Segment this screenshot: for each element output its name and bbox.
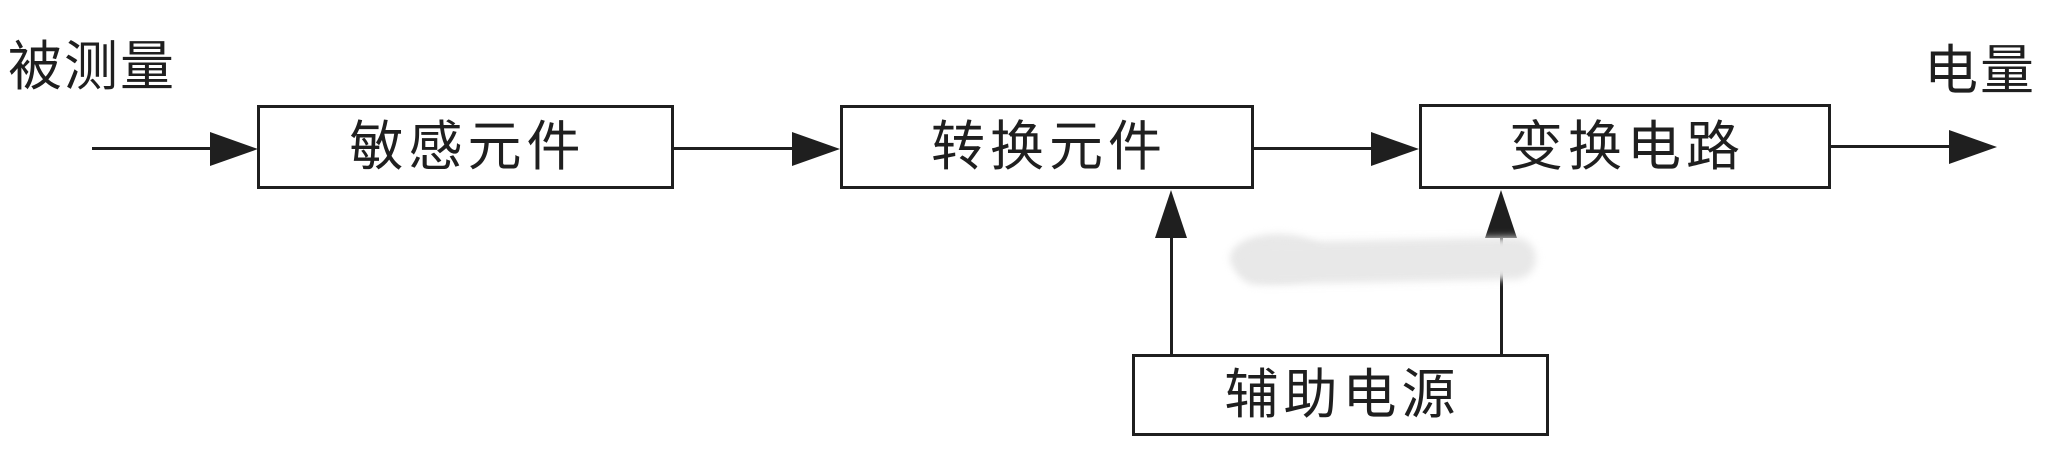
transduction-to-circuit-arrowhead-icon — [1371, 132, 1419, 166]
input-arrowhead-icon — [210, 132, 258, 166]
input-arrow-line — [92, 147, 214, 150]
conversion-circuit-label: 变换电路 — [1509, 116, 1745, 177]
aux-to-circuit-arrowhead-icon — [1485, 190, 1517, 238]
conversion-circuit-box: 变换电路 — [1419, 104, 1831, 189]
transduction-to-circuit-arrow-line — [1253, 147, 1375, 150]
output-arrow-line — [1830, 145, 1954, 148]
aux-to-circuit-arrow-line — [1500, 225, 1503, 355]
measured-quantity-label: 被测量 — [8, 37, 176, 97]
sensitive-element-box: 敏感元件 — [257, 105, 674, 189]
aux-to-transduction-arrow-line — [1170, 225, 1173, 355]
auxiliary-power-box: 辅助电源 — [1132, 354, 1549, 436]
smudge-artifact — [1235, 236, 1537, 286]
aux-to-transduction-arrowhead-icon — [1155, 190, 1187, 238]
auxiliary-power-label: 辅助电源 — [1224, 365, 1461, 425]
transduction-element-box: 转换元件 — [840, 105, 1254, 189]
output-arrowhead-icon — [1949, 130, 1997, 164]
electrical-quantity-label: 电量 — [1924, 41, 2036, 101]
sensitive-element-label: 敏感元件 — [349, 117, 586, 177]
sensitive-to-transduction-arrowhead-icon — [792, 132, 840, 166]
transduction-element-label: 转换元件 — [931, 117, 1167, 177]
sensitive-to-transduction-arrow-line — [674, 147, 796, 150]
